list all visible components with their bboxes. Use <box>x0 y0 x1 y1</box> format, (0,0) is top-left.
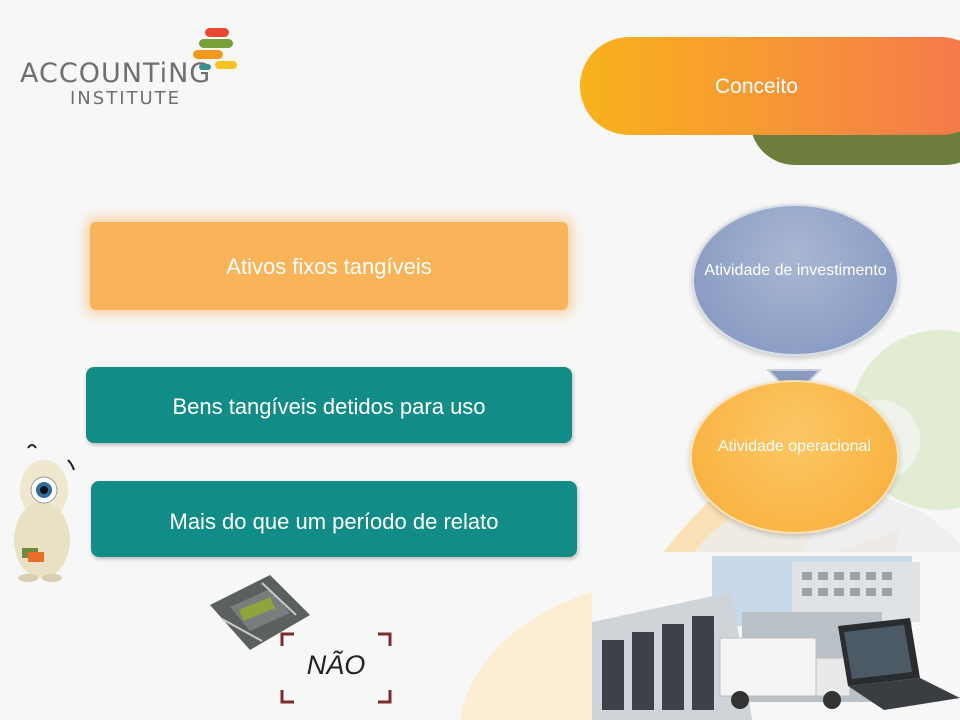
mascot-character-icon <box>14 444 75 582</box>
atividade-investimento-label: Atividade de investimento <box>704 262 887 279</box>
corner-brackets-icon <box>280 632 392 704</box>
warehouse-truck-laptop-image <box>592 552 960 720</box>
periodo-relato-box: Mais do que um período de relato <box>91 481 577 557</box>
logo-mark-icon <box>193 28 237 70</box>
atividade-operacional-label: Atividade operacional <box>718 438 871 455</box>
logo-line-1: ACCOUNTiNG <box>20 58 212 89</box>
atividade-investimento-circle: Atividade de investimento <box>692 204 899 356</box>
atividade-operacional-circle: Atividade operacional <box>690 380 899 534</box>
bens-tangiveis-label: Bens tangíveis detidos para uso <box>172 394 486 419</box>
header-pill: Conceito <box>580 37 960 135</box>
brand-wordcloud-icon <box>210 575 310 650</box>
accounting-institute-logo: ACCOUNTiNG INSTITUTE <box>20 28 240 109</box>
nao-label: NÃO <box>306 650 366 680</box>
ativos-fixos-label: Ativos fixos tangíveis <box>226 254 432 279</box>
periodo-relato-label: Mais do que um período de relato <box>169 509 499 534</box>
bens-tangiveis-box: Bens tangíveis detidos para uso <box>86 367 572 443</box>
header-title: Conceito <box>715 75 798 98</box>
nao-answer-frame: NÃO <box>280 632 392 704</box>
logo-line-2: INSTITUTE <box>70 88 182 109</box>
ativos-fixos-box: Ativos fixos tangíveis <box>90 222 568 310</box>
